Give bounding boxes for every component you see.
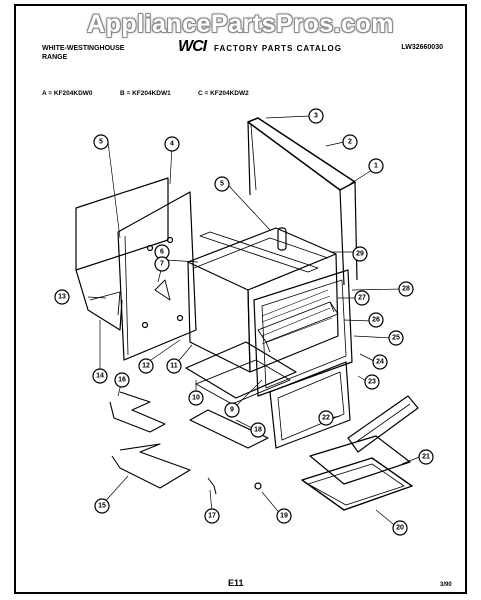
svg-text:27: 27 [358,295,366,302]
callout-13: 13 [54,289,70,305]
callout-19: 19 [276,508,292,524]
page-border [14,4,467,594]
svg-text:5: 5 [220,181,224,188]
svg-text:2: 2 [348,139,352,146]
svg-text:5: 5 [99,139,103,146]
callout-2: 2 [342,134,358,150]
lower-parts-drawing [185,341,419,511]
callout-26: 26 [368,312,384,328]
page-label: E11 [228,578,244,588]
callout-12: 12 [138,358,154,374]
callout-14: 14 [92,368,108,384]
svg-text:20: 20 [396,525,404,532]
svg-text:22: 22 [322,415,330,422]
svg-text:7: 7 [160,261,164,268]
callout-18: 18 [250,422,266,438]
svg-text:24: 24 [376,359,384,366]
svg-text:21: 21 [422,454,430,461]
callout-markers: 1 2 3 4 5 5 6 7 9 10 11 12 13 14 15 16 1… [54,108,434,536]
svg-text:3: 3 [314,113,318,120]
manufacturer-label: WHITE-WESTINGHOUSE RANGE [42,44,124,62]
callout-1: 1 [368,158,384,174]
model-c: C = KF204KDW2 [198,90,249,97]
callout-20: 20 [392,520,408,536]
callout-10: 10 [188,390,204,406]
callout-5b: 5 [214,176,230,192]
callout-24: 24 [372,354,388,370]
model-b: B = KF204KDW1 [120,90,171,97]
svg-text:26: 26 [372,317,380,324]
svg-text:9: 9 [230,407,234,414]
callout-29: 29 [352,246,368,262]
svg-text:10: 10 [192,395,200,402]
revision-date: 3/90 [440,582,452,588]
svg-text:12: 12 [142,363,150,370]
svg-text:4: 4 [170,141,174,148]
callout-16: 16 [114,372,130,388]
callout-5: 5 [93,134,109,150]
wci-logo: WCI [178,38,207,55]
callout-23: 23 [364,374,380,390]
svg-text:18: 18 [254,427,262,434]
manufacturer-name: WHITE-WESTINGHOUSE [42,45,125,52]
callout-4: 4 [164,136,180,152]
svg-text:11: 11 [170,363,178,370]
callout-17: 17 [204,508,220,524]
callout-11: 11 [166,358,182,374]
svg-text:28: 28 [402,286,410,293]
svg-text:1: 1 [374,163,378,170]
side-panels-drawing [75,177,197,361]
svg-text:15: 15 [98,503,106,510]
site-watermark: AppliancePartsPros.com [87,10,394,38]
callout-28: 28 [398,281,414,297]
catalog-title: FACTORY PARTS CATALOG [214,44,342,53]
svg-text:14: 14 [96,373,104,380]
callout-25: 25 [388,330,404,346]
callout-15: 15 [94,498,110,514]
svg-text:6: 6 [160,249,164,256]
callout-3: 3 [308,108,324,124]
product-type: RANGE [42,54,68,61]
svg-text:16: 16 [118,377,126,384]
callout-27: 27 [354,290,370,306]
callout-22: 22 [318,410,334,426]
svg-text:13: 13 [58,294,66,301]
top-panel-drawing [247,117,358,286]
heating-elements-drawing [109,391,262,495]
svg-text:23: 23 [368,379,376,386]
svg-text:17: 17 [208,513,216,520]
callout-21: 21 [418,449,434,465]
catalog-code: LW32660030 [401,44,443,51]
callout-9: 9 [224,402,240,418]
svg-text:29: 29 [356,251,364,258]
model-a: A = KF204KDW0 [42,90,93,97]
svg-text:25: 25 [392,335,400,342]
callout-7: 7 [154,256,170,272]
svg-text:19: 19 [280,513,288,520]
oven-cavity-drawing [187,227,353,397]
